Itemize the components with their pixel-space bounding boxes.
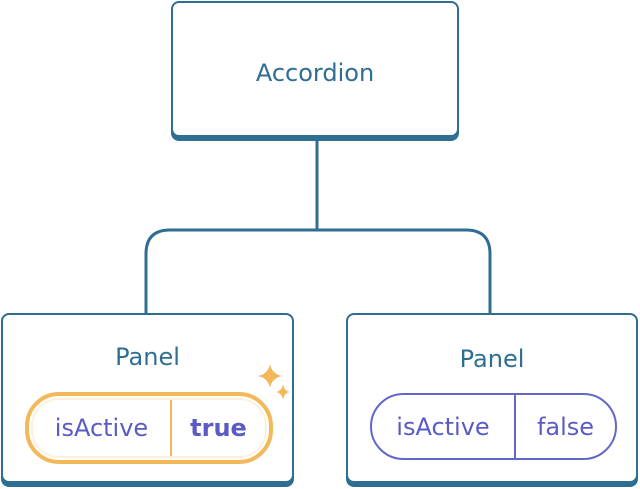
accordion-node-title: Accordion <box>255 59 375 87</box>
panel-node-title: Panel <box>459 345 525 373</box>
state-pill-highlighted: isActive true <box>25 392 273 464</box>
state-value: true <box>170 400 265 456</box>
state-value: false <box>514 395 615 458</box>
panel-node-title: Panel <box>115 343 180 371</box>
sparkle-large <box>258 364 282 388</box>
state-pill-inner: isActive true <box>33 400 265 456</box>
sparkle-small <box>276 384 290 400</box>
state-key: isActive <box>396 412 490 441</box>
state-key: isActive <box>54 414 149 442</box>
state-pill: isActive false <box>370 393 617 460</box>
accordion-node: Accordion <box>171 1 459 137</box>
edge-to-right-panel <box>317 228 492 313</box>
edge-to-left-panel <box>144 228 317 313</box>
